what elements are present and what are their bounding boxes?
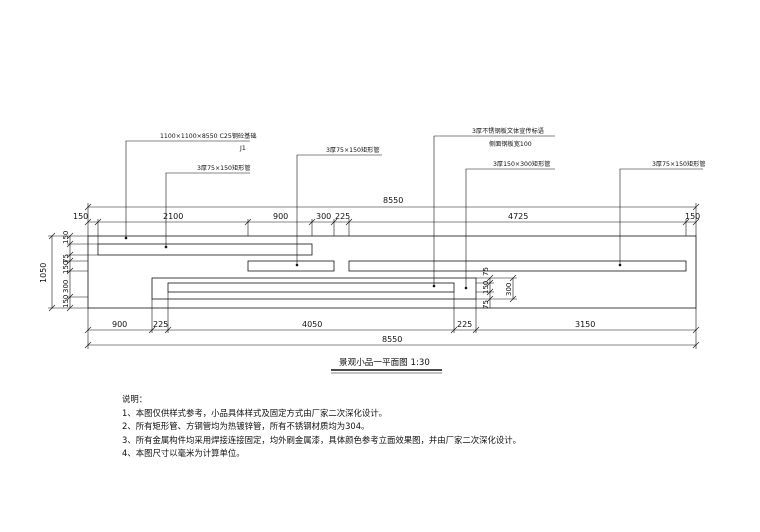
tube-middle-short [247, 260, 335, 272]
callout-tube-a: 3厚75×150矩形管 [197, 164, 251, 172]
callout-signboard-line2: 侧面钢板宽100 [489, 140, 532, 148]
dim-left-seg-3: 150 [62, 261, 70, 274]
leader-foundation [125, 140, 250, 238]
dim-left-seg-1: 150 [62, 231, 70, 244]
dim-bottom-total: 8550 [382, 335, 402, 344]
dim-left-seg-4: 300 [62, 280, 70, 293]
dim-bottom-seg-1: 900 [112, 320, 127, 329]
note-item-1: 1、本图仅供样式参考，小品具体样式及固定方式由厂家二次深化设计。 [122, 407, 387, 418]
dim-bottom-seg-4: 225 [457, 320, 472, 329]
dim-bottom-seg-3: 4050 [302, 320, 322, 329]
leader-tube-b [296, 154, 382, 265]
leader-tube-c [619, 168, 703, 265]
dim-top-seg-3: 900 [273, 212, 288, 221]
signboard-inner [167, 282, 455, 293]
leader-signboard [433, 135, 555, 286]
foundation-outline [87, 235, 697, 309]
dim-right-seg-1: 75 [482, 267, 490, 276]
top-dimensions: 8550 150 2100 900 300 225 4725 150 [73, 196, 700, 244]
tube-right-long [348, 260, 687, 272]
dim-top-seg-4: 300 [316, 212, 331, 221]
right-dimensions: 75 150 300 75 [476, 267, 517, 309]
callout-foundation-line1: 1100×1100×8550 C25钢砼基础 [160, 132, 257, 140]
dim-top-seg-7: 150 [685, 212, 700, 221]
note-item-2: 2、所有矩形管、方钢管均为热镀锌管，所有不锈钢材质均为304。 [122, 421, 370, 432]
drawing-title: 景观小品一平面图 1:30 [331, 357, 442, 374]
bottom-dimensions: 900 225 4050 225 3150 8550 [84, 292, 700, 349]
dim-bottom-seg-2: 225 [153, 320, 168, 329]
callout-tube-c: 3厚75×150矩形管 [652, 160, 706, 168]
callout-foundation-line2: J1 [239, 145, 246, 152]
dim-right-seg-3: 300 [505, 283, 513, 296]
callout-signboard-line1: 3厚不锈钢板文体宣传标语 [472, 127, 544, 135]
dim-right-seg-2: 150 [482, 281, 490, 294]
dim-right-seg-4: 75 [482, 300, 490, 309]
notes-heading: 说明： [122, 394, 148, 404]
callout-tube-150: 3厚150×300矩形管 [493, 160, 551, 168]
callout-tube-b: 3厚75×150矩形管 [326, 146, 380, 154]
callout-texts: 1100×1100×8550 C25钢砼基础 J1 3厚75×150矩形管 3厚… [160, 127, 706, 172]
dim-top-seg-5: 225 [335, 212, 350, 221]
leader-tube-a [165, 172, 250, 247]
dim-top-seg-6: 4725 [508, 212, 528, 221]
callout-leaders [124, 135, 703, 290]
dim-top-total: 8550 [383, 196, 403, 205]
dim-left-seg-2: 75 [62, 254, 70, 263]
dim-top-seg-1: 150 [73, 212, 88, 221]
tube-left-long [97, 243, 313, 256]
note-item-4: 4、本图尺寸以毫米为计算单位。 [122, 448, 245, 459]
note-item-3: 3、所有金属构件均采用焊接连接固定，均外刷金属漆，具体颜色参考立面效果图，并由厂… [122, 434, 521, 445]
drawing-title-text: 景观小品一平面图 1:30 [339, 357, 430, 368]
dim-left-seg-5: 150 [62, 295, 70, 308]
signboard-outer [151, 277, 477, 300]
dim-bottom-seg-5: 3150 [575, 320, 595, 329]
leader-tube-150 [465, 168, 555, 288]
dim-left-total: 1050 [39, 263, 48, 283]
notes-block: 说明： 1、本图仅供样式参考，小品具体样式及固定方式由厂家二次深化设计。 2、所… [122, 393, 521, 461]
dim-top-seg-2: 2100 [163, 212, 183, 221]
left-dimensions: 1050 150 75 150 300 150 [39, 231, 98, 312]
